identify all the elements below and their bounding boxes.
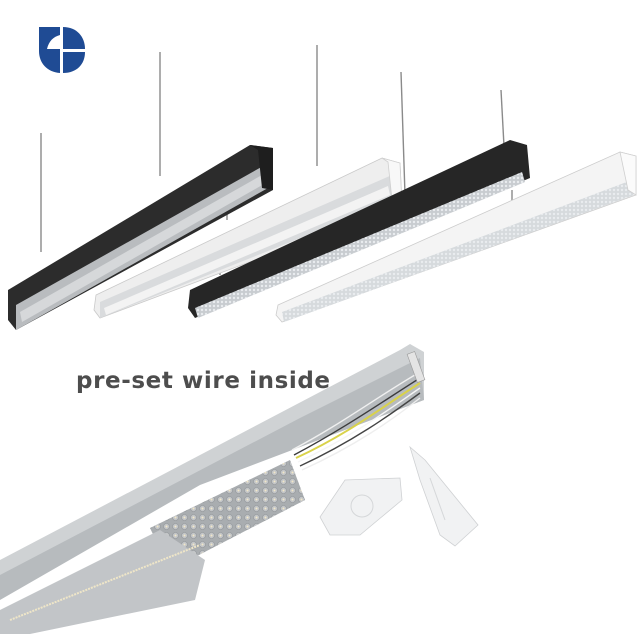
end-cap-right xyxy=(409,445,479,547)
end-cap-left xyxy=(319,477,403,536)
trunking-rail-cutaway xyxy=(0,344,426,600)
white-fixture-opal-diffuser xyxy=(93,157,403,319)
black-fixture-opal-diffuser xyxy=(8,145,273,330)
brand-logo-icon xyxy=(37,25,87,75)
led-lens-module xyxy=(150,460,305,570)
black-fixture-lens-array xyxy=(188,140,530,318)
white-fixture-lens-array xyxy=(275,151,637,323)
led-strip-module xyxy=(0,530,205,634)
caption-text: pre-set wire inside xyxy=(76,368,331,394)
